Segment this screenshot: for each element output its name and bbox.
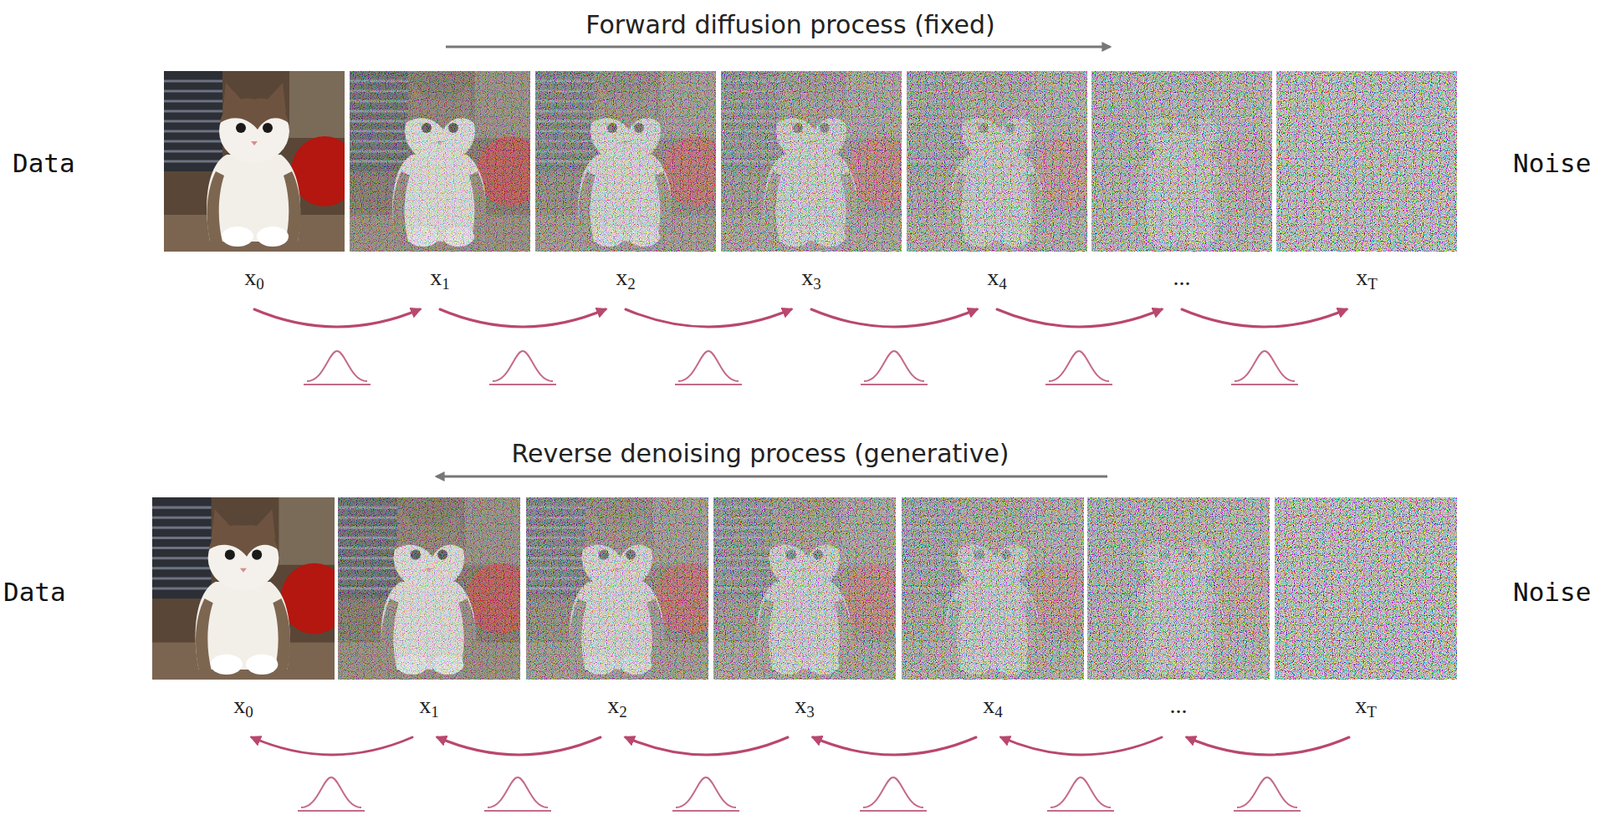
transition-arrow (254, 309, 420, 328)
step-label: xT (1274, 692, 1457, 720)
step-frame: xT (1274, 497, 1457, 738)
transition-arrow (625, 737, 788, 756)
step-frame: x0 (152, 497, 335, 738)
step-frame: x3 (713, 497, 896, 738)
step-label: x0 (163, 264, 345, 292)
step-label: ... (1091, 264, 1273, 292)
step-frame: x1 (337, 497, 521, 738)
step-label: x3 (713, 692, 896, 720)
step-frame: ... (1091, 71, 1273, 310)
image-frame (535, 71, 730, 252)
image-frame (526, 497, 722, 680)
step-label: x3 (720, 264, 902, 292)
image-frame (1274, 497, 1471, 680)
gaussian-symbols (303, 351, 1299, 385)
transition-arrow (811, 309, 977, 328)
step-label: xT (1276, 264, 1457, 292)
image-frame (1091, 71, 1286, 252)
step-label: ... (1087, 692, 1270, 720)
transition-arrow (625, 309, 792, 328)
transition-arrow (812, 737, 977, 756)
image-frame (337, 497, 534, 680)
image-frame (906, 71, 1101, 252)
step-label: x0 (152, 692, 335, 720)
step-frame: x1 (349, 71, 531, 310)
step-label: x2 (535, 264, 716, 292)
gaussian-symbol (1045, 351, 1113, 385)
label-holder: Data (3, 577, 67, 608)
step-frame: x3 (720, 71, 902, 310)
transition-arrow (251, 737, 413, 756)
label-holder: Reverse denoising process (generative) (511, 439, 1009, 470)
step-label: x1 (337, 692, 521, 720)
row-end-label: Data (3, 577, 67, 608)
step-frame: x0 (163, 71, 345, 310)
step-frame: x2 (526, 497, 709, 738)
gaussian-symbol (1231, 351, 1299, 385)
gaussian-symbol (674, 351, 742, 385)
gaussian-symbols (297, 777, 1301, 812)
gaussian-symbol (672, 777, 740, 812)
step-frame: x2 (535, 71, 716, 310)
transition-arrow (439, 309, 606, 328)
label-holder: Noise (1513, 577, 1591, 608)
step-label: x2 (526, 692, 709, 720)
gaussian-symbol (1233, 777, 1301, 812)
gaussian-symbol (489, 351, 557, 385)
image-frame (901, 497, 1098, 680)
step-frame: ... (1087, 497, 1270, 738)
direction-arrow (445, 46, 1110, 49)
step-label: x4 (906, 264, 1088, 292)
process-title: Reverse denoising process (generative) (511, 439, 1009, 470)
image-frame (713, 497, 910, 680)
row-end-label: Noise (1513, 577, 1591, 608)
gaussian-symbol (859, 777, 927, 812)
process-title: Forward diffusion process (fixed) (585, 10, 996, 41)
label-holder: Noise (1513, 148, 1591, 179)
image-frame (1087, 497, 1284, 680)
image-frame (1276, 71, 1471, 252)
step-label: x1 (349, 264, 531, 292)
gaussian-symbol (297, 777, 365, 812)
gaussian-symbol (1047, 777, 1115, 812)
row-end-label: Noise (1513, 148, 1591, 179)
image-frame (163, 71, 358, 252)
direction-arrow (436, 475, 1108, 479)
label-holder: Data (12, 148, 76, 179)
gaussian-symbol (860, 351, 928, 385)
step-label: x4 (901, 692, 1084, 720)
image-frame (152, 497, 348, 680)
gaussian-symbol (303, 351, 371, 385)
transition-arrow (437, 737, 601, 756)
step-frame: x4 (906, 71, 1088, 310)
label-holder: Forward diffusion process (fixed) (585, 10, 996, 41)
step-frame: x4 (901, 497, 1084, 738)
transition-arrow (1186, 737, 1350, 756)
transition-arrow (1181, 309, 1347, 328)
step-frame: xT (1276, 71, 1457, 310)
transition-arrow (996, 309, 1162, 328)
gaussian-symbol (484, 777, 552, 812)
transition-arrow (1001, 737, 1162, 756)
image-frame (349, 71, 544, 252)
image-frame (720, 71, 916, 252)
row-end-label: Data (12, 148, 76, 179)
